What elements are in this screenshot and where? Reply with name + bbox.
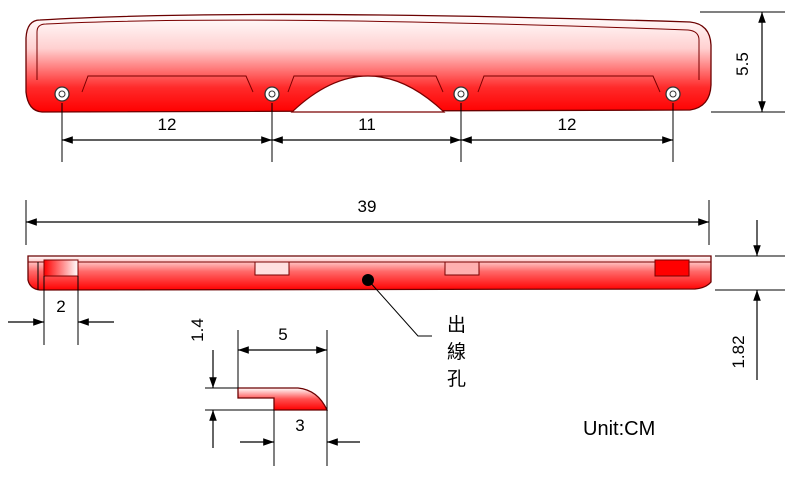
front-slot: [254, 261, 290, 276]
unit-label: Unit:CM: [583, 418, 655, 440]
dim-label-1-4: 1.4: [188, 318, 207, 342]
screw-hole: [58, 90, 66, 98]
screw-holes: [54, 86, 681, 102]
screw-hole: [669, 90, 677, 98]
dim-label-5-5: 5.5: [733, 52, 752, 76]
dim-label-3: 3: [295, 416, 304, 435]
screw-hole: [453, 86, 469, 102]
profile-view: 1.4 5 3: [188, 318, 360, 466]
front-view-body: [27, 255, 712, 291]
front-slot: [654, 259, 690, 277]
screw-hole: [264, 86, 280, 102]
dim-label-5: 5: [278, 325, 287, 344]
top-width-dimension: 5: [237, 325, 328, 410]
cable-hole-char: 孔: [447, 368, 466, 390]
spacing-dimension: 12 11 12: [61, 103, 674, 162]
cable-hole-callout: 出 線 孔: [362, 274, 466, 390]
top-view-center-arch: [290, 75, 446, 113]
length-dimension: 39: [25, 197, 710, 245]
top-view: 12 11 12 5.5: [25, 11, 785, 162]
screw-hole: [665, 86, 681, 102]
dim-label-11: 11: [358, 115, 376, 134]
front-view: 39 2 1.82 出 線 孔: [8, 197, 785, 390]
dim-label-1-82: 1.82: [729, 335, 748, 368]
profile-body: [237, 387, 329, 411]
screw-hole: [268, 90, 276, 98]
cable-hole-char: 線: [447, 341, 466, 363]
dim-label-12-left: 12: [158, 115, 177, 134]
height-dimension-front: 1.82: [715, 220, 785, 380]
screw-hole: [457, 90, 465, 98]
dim-label-12-right: 12: [558, 115, 577, 134]
front-slot: [444, 261, 480, 276]
thickness-dimension: 1.4: [188, 318, 274, 448]
height-dimension-top: 5.5: [700, 11, 785, 113]
screw-hole: [54, 86, 70, 102]
dim-label-2: 2: [56, 297, 65, 316]
dim-label-39: 39: [358, 197, 377, 216]
top-view-body: [25, 13, 712, 113]
front-slot: [43, 259, 79, 277]
cable-hole-char: 出: [447, 314, 466, 336]
slot-width-dimension: 2: [8, 276, 114, 345]
bottom-width-dimension: 3: [240, 410, 360, 466]
top-view-inner-outline: [36, 19, 700, 80]
